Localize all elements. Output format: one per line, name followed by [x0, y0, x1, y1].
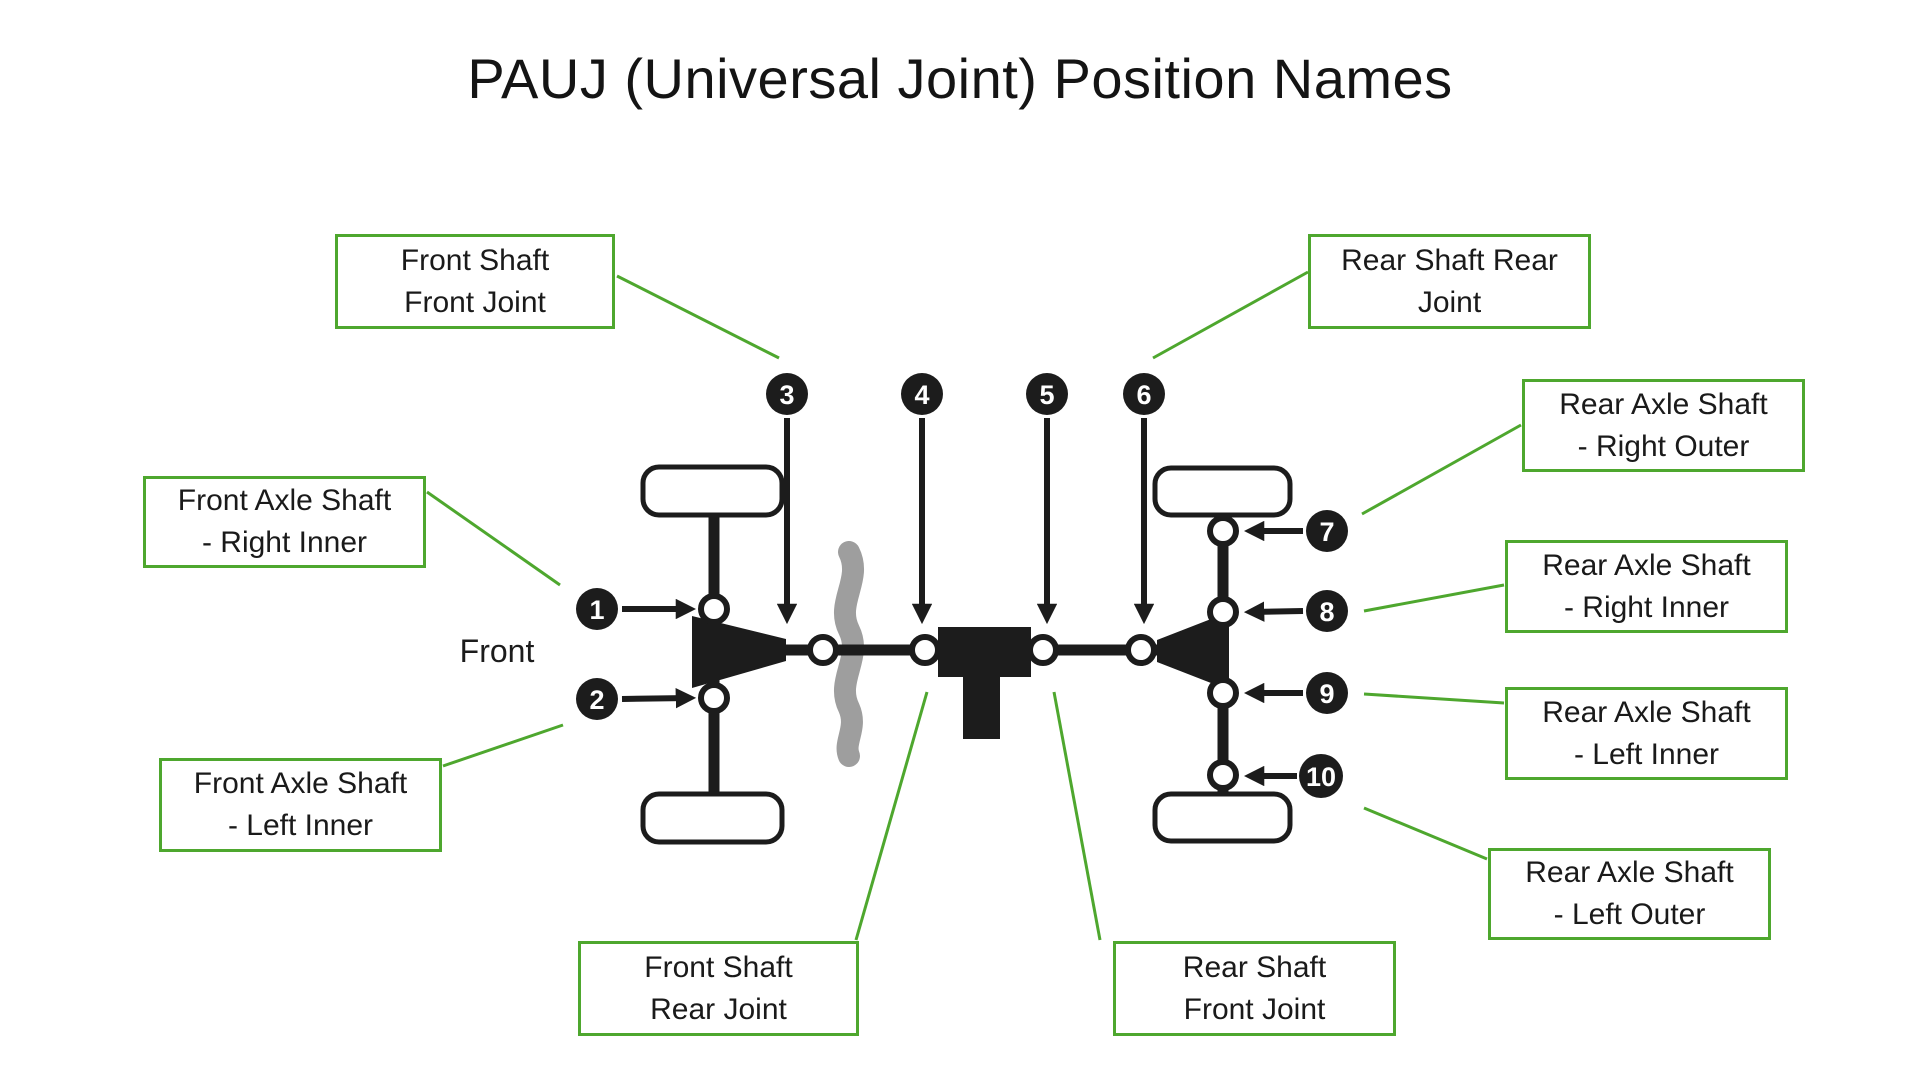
marker-circle: [576, 588, 618, 630]
label-front-axle-shaft-left-inner: Front Axle Shaft - Left Inner: [159, 758, 442, 852]
marker-number: 6: [1136, 380, 1151, 410]
marker-circle: [1123, 373, 1165, 415]
position-marker-2: 2: [576, 678, 618, 720]
connector-rear-axle-left-inner: [1363, 692, 1505, 705]
label-line-2: Front Joint: [1183, 992, 1326, 1026]
connector-rear-axle-left-outer: [1363, 806, 1488, 861]
label-line-1: Front Axle Shaft: [193, 767, 408, 800]
label-rear-shaft-rear-joint: Rear Shaft Rear Joint: [1308, 234, 1591, 329]
marker-circle: [1306, 590, 1348, 632]
marker-number: 2: [589, 685, 604, 715]
marker-number: 1: [589, 595, 604, 625]
connector-front-axle-left-inner: [442, 723, 564, 768]
label-rear-axle-shaft-right-outer: Rear Axle Shaft - Right Outer: [1522, 379, 1805, 472]
connector-front-axle-right-inner: [426, 490, 561, 587]
position-marker-10: 10: [1299, 754, 1343, 798]
rear-left-wheel: [1152, 791, 1293, 844]
transfer-case: [938, 627, 1031, 739]
label-line-2: Joint: [1417, 285, 1482, 319]
label-rear-shaft-front-joint: Rear Shaft Front Joint: [1113, 941, 1396, 1036]
marker-circle: [1026, 373, 1068, 415]
label-line-2: Rear Joint: [650, 992, 787, 1026]
connector-front-shaft-rear-joint: [854, 691, 929, 941]
connector-rear-axle-right-inner: [1363, 583, 1505, 613]
rear-differential: [1157, 612, 1229, 690]
marker-circle: [766, 373, 808, 415]
position-marker-7: 7: [1306, 510, 1348, 552]
label-rear-axle-shaft-left-outer: Rear Axle Shaft - Left Outer: [1488, 848, 1771, 940]
front-right-wheel: [640, 464, 785, 518]
connector-rear-shaft-rear-joint: [1152, 270, 1309, 360]
label-line-2: Front Joint: [404, 285, 546, 319]
joint-rear-axle-left-outer: [1207, 759, 1239, 791]
label-line-2: - Right Inner: [201, 526, 368, 559]
marker-number: 5: [1039, 380, 1054, 410]
joint-rear-axle-right-outer: [1207, 515, 1239, 547]
position-marker-8: 8: [1306, 590, 1348, 632]
label-line-2: - Right Outer: [1577, 429, 1750, 463]
label-line-1: Front Shaft: [400, 243, 550, 277]
label-rear-axle-shaft-left-inner: Rear Axle Shaft - Left Inner: [1505, 687, 1788, 780]
joint-rear-shaft-front: [1027, 634, 1059, 666]
marker-number: 4: [914, 380, 929, 410]
position-marker-3: 3: [766, 373, 808, 415]
joint-front-axle-left-inner: [698, 682, 730, 714]
marker-number: 8: [1319, 597, 1334, 627]
front-direction-label: Front: [460, 633, 535, 669]
label-line-1: Rear Axle Shaft: [1525, 856, 1734, 889]
label-line-1: Rear Axle Shaft: [1559, 387, 1768, 421]
marker-circle: [1306, 510, 1348, 552]
position-marker-1: 1: [576, 588, 618, 630]
joint-rear-shaft-rear: [1125, 634, 1157, 666]
rear-right-wheel: [1152, 465, 1293, 518]
marker-circle: [901, 373, 943, 415]
label-line-2: - Left Inner: [227, 809, 374, 842]
label-front-shaft-front-joint: Front Shaft Front Joint: [335, 234, 615, 329]
front-differential: [692, 616, 786, 688]
front-left-wheel: [640, 791, 785, 845]
label-line-1: Rear Shaft: [1182, 950, 1327, 984]
marker-number: 3: [779, 380, 794, 410]
marker-number: 9: [1319, 679, 1334, 709]
position-marker-4: 4: [901, 373, 943, 415]
label-line-2: - Right Inner: [1563, 590, 1730, 624]
label-line-1: Rear Shaft Rear: [1341, 243, 1558, 277]
joint-front-shaft-rear: [909, 634, 941, 666]
marker-number: 10: [1306, 762, 1336, 792]
label-line-1: Rear Axle Shaft: [1542, 695, 1751, 729]
label-front-axle-shaft-right-inner: Front Axle Shaft - Right Inner: [143, 476, 426, 568]
marker-number: 7: [1319, 517, 1334, 547]
label-line-2: - Left Inner: [1573, 737, 1720, 771]
label-line-1: Front Shaft: [644, 950, 793, 984]
label-front-shaft-rear-joint: Front Shaft Rear Joint: [578, 941, 859, 1036]
position-marker-9: 9: [1306, 672, 1348, 714]
marker-circle: [1306, 672, 1348, 714]
connector-rear-shaft-front-joint: [1052, 691, 1102, 941]
label-line-2: - Left Outer: [1553, 898, 1706, 931]
marker-circle: [1299, 754, 1343, 798]
label-line-1: Rear Axle Shaft: [1542, 548, 1751, 582]
arrow-2: [621, 688, 697, 709]
connector-front-shaft-front-joint: [616, 274, 780, 360]
position-marker-5: 5: [1026, 373, 1068, 415]
marker-circle: [576, 678, 618, 720]
page-title: PAUJ (Universal Joint) Position Names: [467, 47, 1453, 110]
joint-front-axle-right-inner: [698, 593, 730, 625]
label-rear-axle-shaft-right-inner: Rear Axle Shaft - Right Inner: [1505, 540, 1788, 633]
joint-rear-axle-left-inner: [1207, 677, 1239, 709]
connector-rear-axle-right-outer: [1361, 423, 1522, 516]
label-line-1: Front Axle Shaft: [177, 484, 392, 517]
arrow-8: [1243, 601, 1304, 622]
joint-front-shaft-front: [807, 634, 839, 666]
position-marker-6: 6: [1123, 373, 1165, 415]
transmission-shape: [833, 541, 865, 767]
joint-rear-axle-right-inner: [1207, 596, 1239, 628]
